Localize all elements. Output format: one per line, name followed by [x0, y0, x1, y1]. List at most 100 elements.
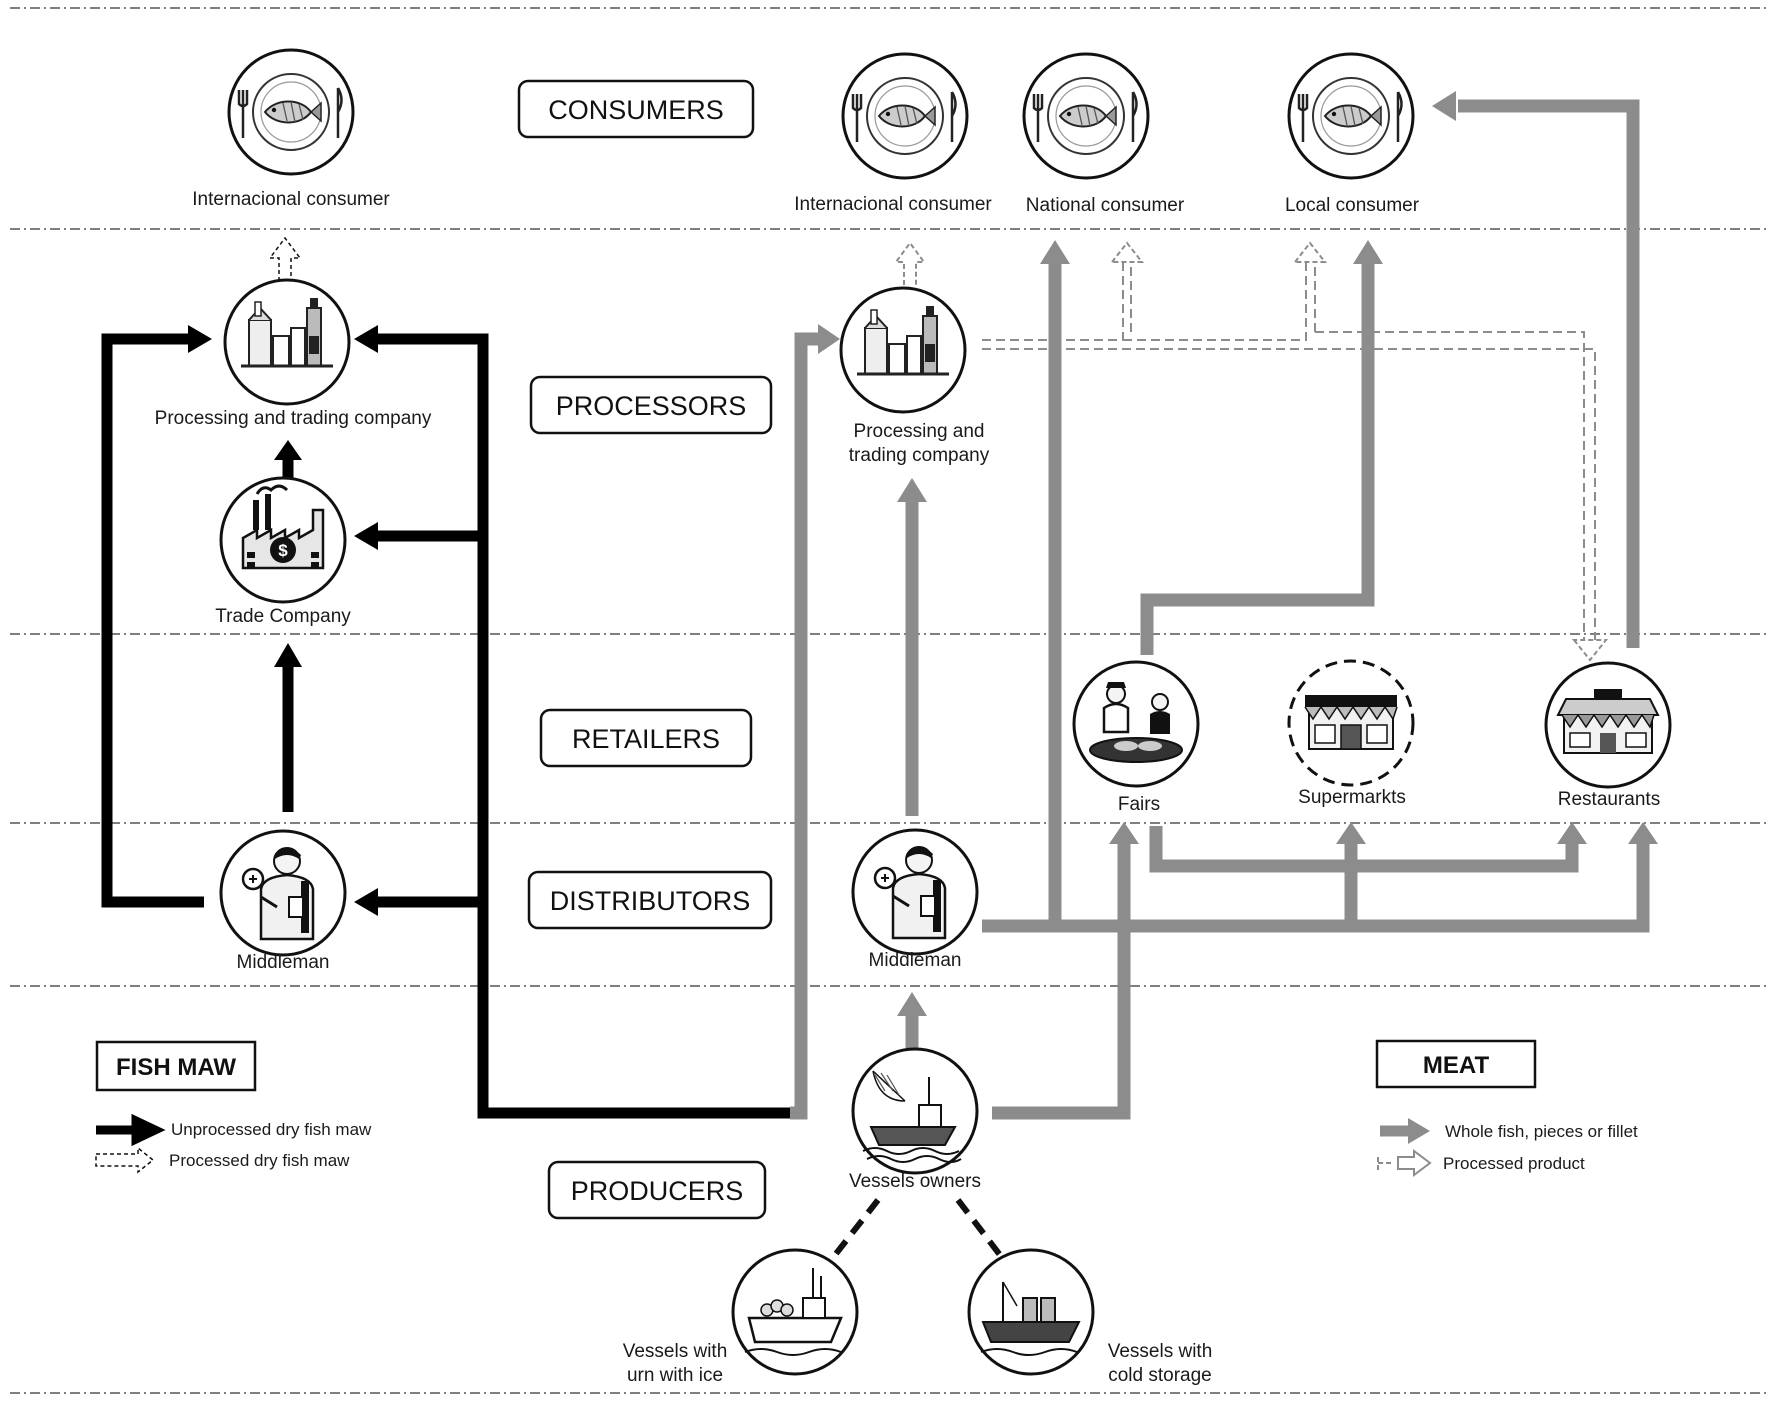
boat-cold-storage-icon [967, 1248, 1095, 1376]
node-meat-national-consumer: National consumer [1022, 52, 1185, 216]
flow-vessels-to-processing-meat [790, 332, 824, 1120]
fish-maw-arrowheads [188, 325, 378, 916]
legend-processed-arrow [95, 1146, 155, 1174]
arrowhead [354, 325, 378, 353]
node-fairs: Fairs [1072, 660, 1200, 815]
arrowhead [1432, 91, 1456, 121]
flow-middleman-to-restaurants [982, 838, 1650, 933]
vessels-cold-label-2: cold storage [1108, 1365, 1212, 1386]
producer-links [832, 1198, 1003, 1257]
stage-label-distributors: DISTRIBUTORS [527, 870, 773, 930]
legend-meat-title: MEAT [1423, 1052, 1490, 1079]
legend-meat: MEAT Whole fish, pieces or fillet Proces… [1375, 1039, 1638, 1177]
stage-retailers-text: RETAILERS [572, 724, 720, 754]
legend-meat-processed: Processed product [1443, 1154, 1585, 1173]
legend-fm-processed: Processed dry fish maw [169, 1151, 350, 1170]
link-owners-to-ice-vessels [832, 1198, 881, 1257]
meat-processed-arrowheads [894, 241, 1609, 662]
stage-dividers [10, 7, 1768, 1394]
legend-unprocessed-arrow [96, 1113, 166, 1147]
hollow-arrowhead [1109, 241, 1145, 263]
vessels-ice-label-1: Vessels with [623, 1341, 728, 1362]
legend-fm-box [95, 1040, 257, 1092]
fm-trade-label: Trade Company [215, 606, 351, 627]
legend-meat-box [1375, 1039, 1537, 1089]
link-owners-to-cold-vessels [955, 1198, 1003, 1257]
node-meat-processing-company: Processing and trading company [839, 286, 990, 466]
stage-processors-text: PROCESSORS [556, 391, 747, 421]
node-vessels-ice: Vessels with urn with ice [623, 1248, 859, 1386]
flow-fairs-to-local [1140, 258, 1375, 655]
factory-icon [223, 278, 351, 406]
restaurant-icon [1544, 661, 1672, 789]
arrowhead [1336, 822, 1366, 844]
middleman-icon [219, 829, 347, 957]
plate-fish-icon [227, 48, 355, 176]
meat-intl-consumer-label: Internacional consumer [794, 194, 992, 215]
fm-intl-consumer-label: Internacional consumer [192, 189, 390, 210]
arrowhead [354, 522, 378, 550]
fairs-label: Fairs [1118, 794, 1160, 815]
arrowhead [1353, 240, 1383, 264]
restaurants-label: Restaurants [1558, 789, 1660, 810]
arrowhead [274, 643, 302, 667]
meat-local-consumer-label: Local consumer [1285, 195, 1420, 216]
fishing-boat-icon [851, 1047, 979, 1175]
meat-processing-label-2: trading company [849, 445, 990, 466]
arrowhead [818, 324, 840, 354]
vessels-ice-label-2: urn with ice [627, 1365, 723, 1386]
middleman-icon [851, 828, 979, 956]
stage-distributors-text: DISTRIBUTORS [550, 886, 751, 916]
hollow-arrowhead [1571, 639, 1609, 662]
meat-processing-label-1: Processing and [854, 421, 985, 442]
legend-fm-title: FISH MAW [116, 1054, 236, 1081]
arrowhead [1628, 822, 1658, 844]
arrowhead [1109, 822, 1139, 844]
flow-middleman-to-processing-fm [101, 333, 204, 908]
stage-label-processors: PROCESSORS [529, 375, 773, 435]
stage-label-producers: PRODUCERS [547, 1160, 767, 1220]
trade-company-icon [219, 476, 347, 604]
plate-fish-icon [1022, 52, 1150, 180]
fm-processing-label: Processing and trading company [155, 408, 432, 429]
stage-consumers-text: CONSUMERS [548, 95, 724, 125]
supermarket-icon [1287, 659, 1415, 787]
stage-label-retailers: RETAILERS [539, 708, 753, 768]
market-stall-icon [1072, 660, 1200, 788]
vessels-cold-label-1: Vessels with [1108, 1341, 1213, 1362]
flow-processed-to-restaurants-b [1315, 331, 1585, 640]
plate-fish-icon [841, 52, 969, 180]
node-meat-local-consumer: Local consumer [1285, 52, 1420, 216]
hollow-arrowhead [894, 241, 926, 285]
stage-producers-text: PRODUCERS [571, 1176, 744, 1206]
legend-meat-whole: Whole fish, pieces or fillet [1445, 1122, 1638, 1141]
legend-whole-arrowhead [1408, 1118, 1430, 1144]
flow-processed-fm-to-intl [268, 236, 302, 282]
meat-national-consumer-label: National consumer [1026, 195, 1185, 216]
flow-restaurants-to-local [1458, 99, 1640, 648]
vessels-owners-label: Vessels owners [849, 1171, 981, 1192]
plate-fish-icon [1287, 52, 1415, 180]
node-vessels-owners: Vessels owners [849, 1047, 981, 1192]
arrowhead [354, 888, 378, 916]
arrowhead [897, 478, 927, 502]
flow-processed-to-local-a [1123, 262, 1307, 341]
legend-fish-maw: FISH MAW Unprocessed dry fish maw Proces… [95, 1040, 372, 1174]
node-fm-trade-company: Trade Company [215, 476, 351, 627]
meat-arrowheads [818, 91, 1658, 1016]
node-vessels-cold: Vessels with cold storage [967, 1248, 1213, 1386]
node-restaurants: Restaurants [1544, 661, 1672, 810]
node-fm-middleman: Middleman [219, 829, 347, 973]
node-fm-intl-consumer: Internacional consumer [192, 48, 390, 210]
meat-flows [790, 99, 1650, 1120]
node-meat-middleman: Middleman [851, 828, 979, 971]
boat-ice-icon [731, 1248, 859, 1376]
node-fm-processing-company: Processing and trading company [155, 278, 432, 429]
arrowhead [188, 325, 212, 353]
arrowhead [1040, 240, 1070, 264]
legend-processed-arrow [1397, 1149, 1432, 1177]
legend-fm-unprocessed: Unprocessed dry fish maw [171, 1120, 372, 1139]
fm-middleman-label: Middleman [237, 952, 330, 973]
flow-processed-to-restaurants [982, 348, 1596, 640]
